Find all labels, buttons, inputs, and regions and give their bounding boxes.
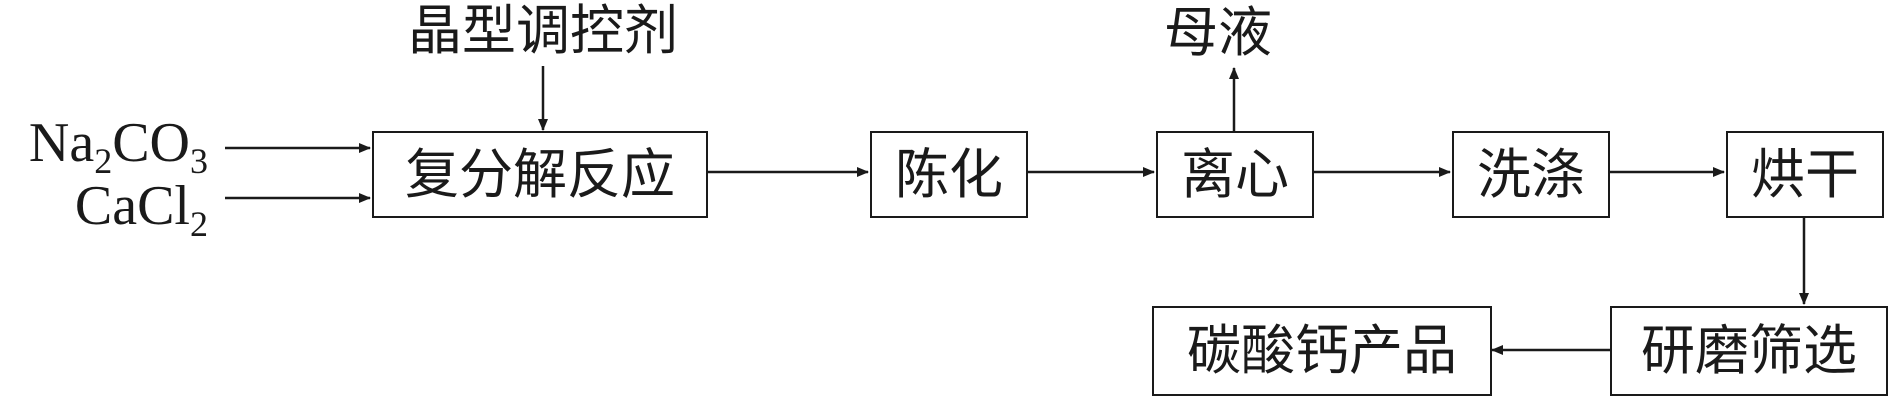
reagent-na2co3-sub1: 2 (94, 141, 113, 181)
reagent-na2co3: Na2CO3 (4, 115, 208, 179)
step-drying: 烘干 (1726, 131, 1884, 218)
step-aging: 陈化 (870, 131, 1028, 218)
reagent-na2co3-sub2: 3 (190, 141, 208, 181)
step-calcium-carbonate-product: 碳酸钙产品 (1152, 306, 1492, 396)
mother-liquor-label: 母液 (1164, 1, 1272, 64)
reagent-cacl2: CaCl2 (4, 178, 208, 242)
reagent-na2co3-mid: CO (112, 112, 190, 174)
additive-label: 晶型调控剂 (408, 0, 678, 62)
step-double-decomposition: 复分解反应 (372, 131, 708, 218)
step-grinding-screening: 研磨筛选 (1610, 306, 1888, 396)
reagent-na2co3-base: Na (28, 112, 95, 174)
step-centrifuge: 离心 (1156, 131, 1314, 218)
step-washing: 洗涤 (1452, 131, 1610, 218)
reagent-cacl2-base: CaCl (74, 175, 190, 237)
reagent-cacl2-sub1: 2 (190, 204, 208, 244)
